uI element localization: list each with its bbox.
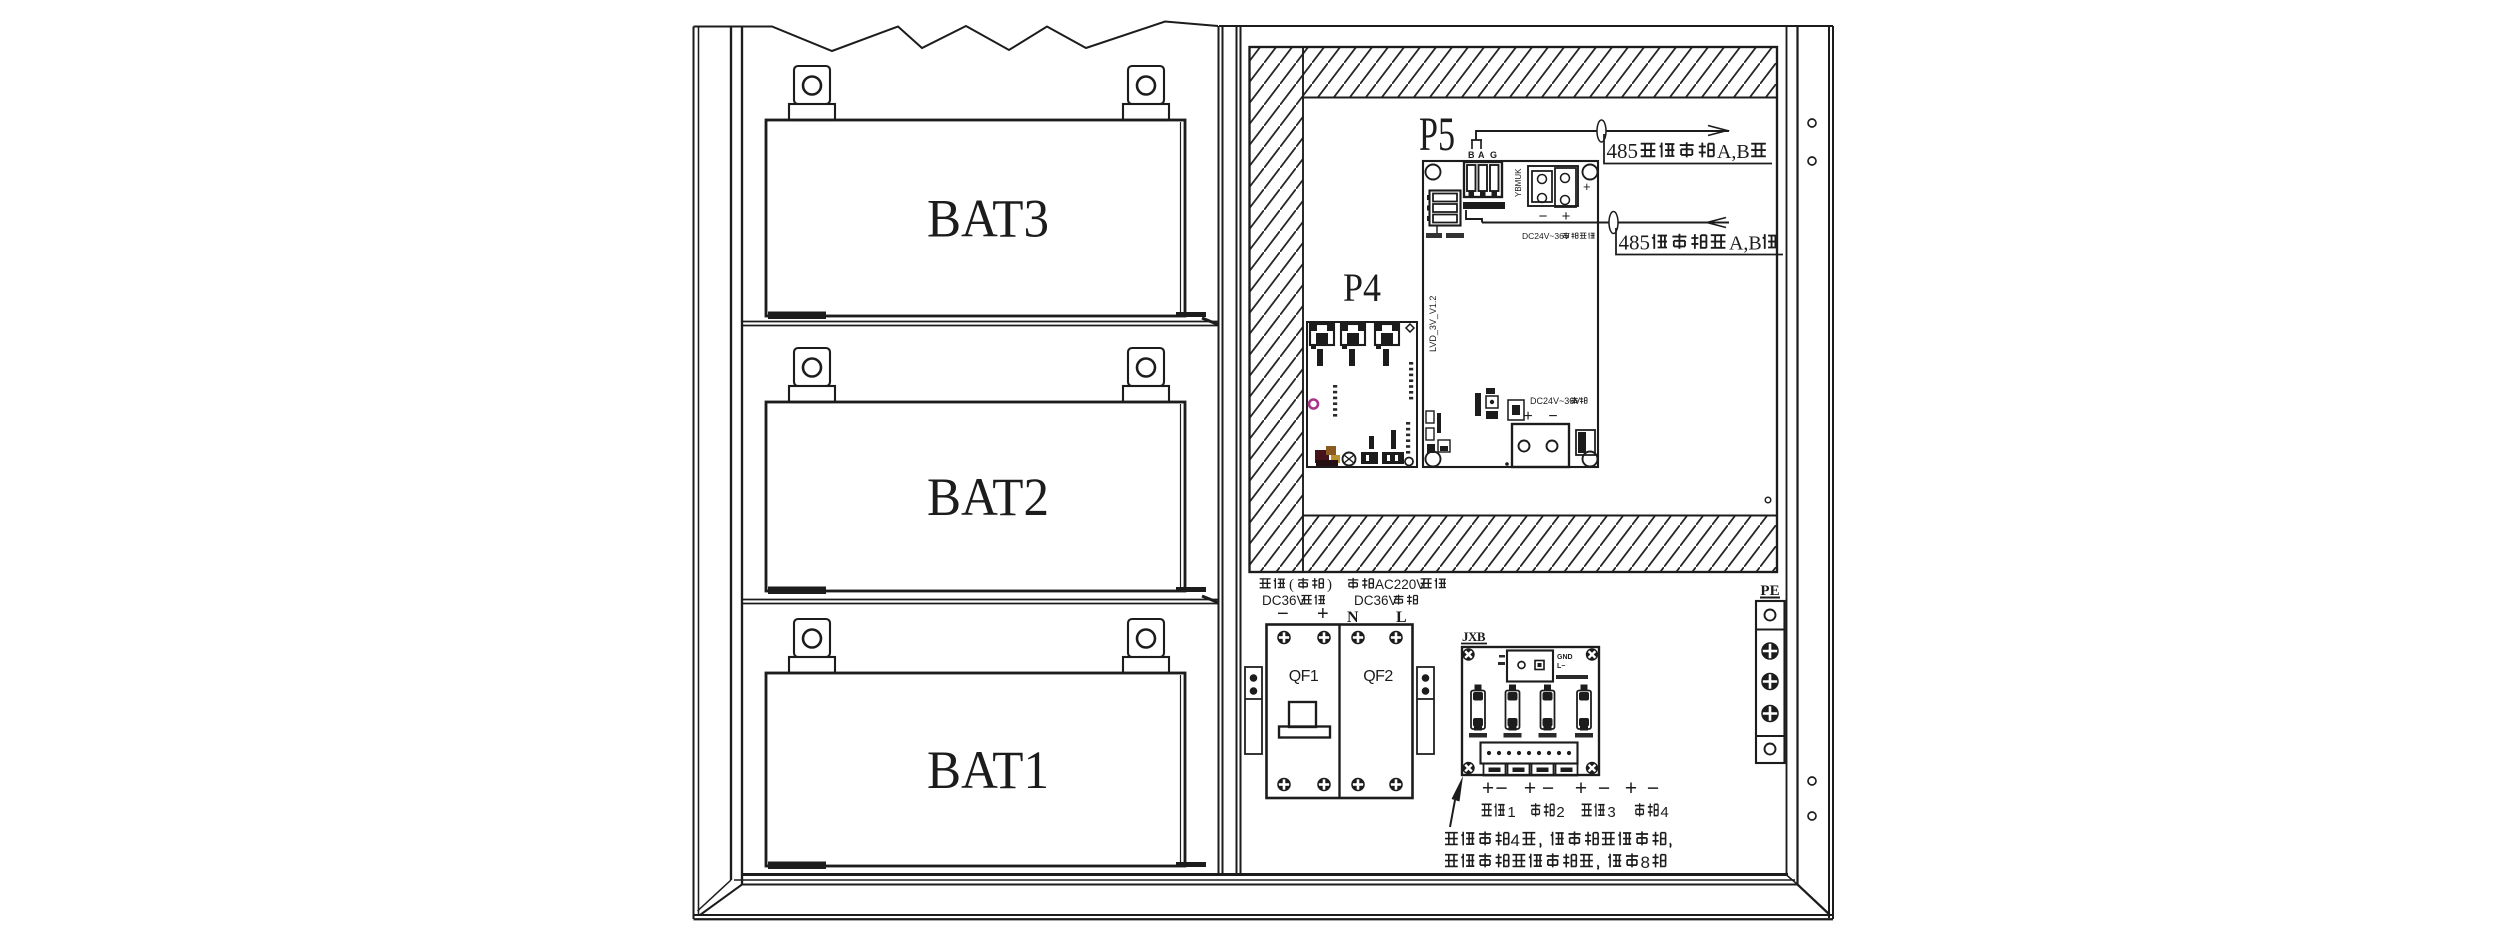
svg-text:−: −	[1647, 777, 1659, 800]
svg-text:AC220V: AC220V	[1375, 577, 1425, 592]
svg-text:−: −	[1598, 777, 1610, 800]
svg-text:JXB: JXB	[1462, 629, 1486, 644]
svg-text:G: G	[1490, 150, 1497, 160]
svg-text:−: −	[1495, 777, 1507, 800]
svg-text:DC36V: DC36V	[1262, 593, 1306, 608]
svg-text:A: A	[1478, 150, 1485, 160]
svg-text:−: −	[1548, 408, 1557, 425]
svg-text:+: +	[1523, 408, 1532, 425]
svg-text:N: N	[1347, 609, 1359, 626]
svg-text:P4: P4	[1343, 265, 1381, 310]
svg-text:+: +	[1562, 208, 1571, 225]
svg-text:8: 8	[1641, 853, 1650, 872]
svg-text:PE: PE	[1760, 583, 1779, 599]
svg-text:BAT2: BAT2	[927, 467, 1049, 527]
svg-text:QF2: QF2	[1363, 668, 1393, 685]
svg-text:4: 4	[1660, 804, 1668, 821]
svg-text:): )	[1327, 577, 1332, 593]
svg-text:YBMUK: YBMUK	[1514, 168, 1523, 197]
svg-text:P5: P5	[1419, 108, 1455, 161]
svg-text:L−: L−	[1557, 663, 1565, 670]
svg-text:GND: GND	[1557, 654, 1573, 661]
svg-text:A,B: A,B	[1729, 233, 1762, 255]
svg-text:485: 485	[1607, 139, 1639, 163]
svg-text:QF1: QF1	[1289, 668, 1319, 685]
svg-text:−: −	[1277, 603, 1289, 625]
svg-text:485: 485	[1619, 231, 1651, 255]
svg-text:4: 4	[1511, 831, 1520, 850]
svg-text:+: +	[1625, 777, 1637, 800]
svg-text:+: +	[1482, 777, 1494, 800]
svg-text:+: +	[1524, 777, 1536, 800]
svg-text:L: L	[1396, 609, 1407, 626]
svg-text:DC36V: DC36V	[1354, 593, 1398, 608]
svg-text:BAT3: BAT3	[927, 189, 1049, 249]
svg-text:DC24V~36V: DC24V~36V	[1530, 396, 1580, 406]
svg-text:LVD_3V_V1.2: LVD_3V_V1.2	[1428, 296, 1438, 352]
svg-text:2: 2	[1556, 804, 1564, 821]
svg-text:A,B: A,B	[1717, 141, 1750, 163]
svg-text:(: (	[1289, 577, 1294, 593]
svg-text:BAT1: BAT1	[927, 740, 1049, 800]
svg-text:+: +	[1583, 179, 1591, 194]
svg-text:+: +	[1317, 603, 1329, 625]
svg-text:DC24V~36V: DC24V~36V	[1522, 231, 1570, 241]
svg-text:−: −	[1542, 777, 1554, 800]
svg-text:1: 1	[1507, 804, 1515, 821]
svg-text:−: −	[1539, 208, 1548, 225]
svg-text:B: B	[1468, 150, 1475, 160]
svg-text:3: 3	[1607, 804, 1615, 821]
svg-text:+: +	[1575, 777, 1587, 800]
